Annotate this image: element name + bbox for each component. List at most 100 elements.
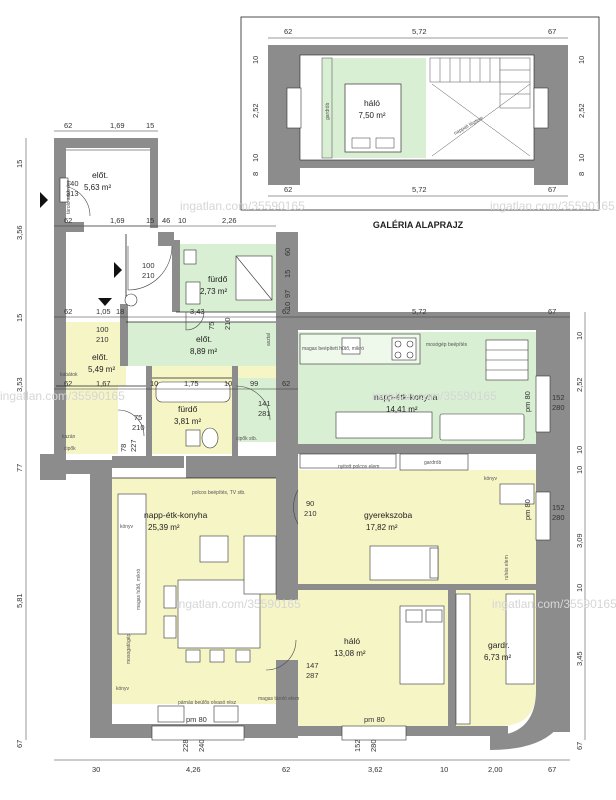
gallery-window-right [533,87,549,129]
dim-bot-4: 3,62 [368,765,383,774]
gallery-note-wardrobe: gardrób [325,103,331,120]
child-bed [369,545,439,581]
note-konyv2: könyv [120,524,134,530]
dim-r3-5: 62 [282,307,290,316]
windows [59,177,551,741]
room-napp-right-name: napp-étk-konyha [374,392,438,402]
window-right-2 [535,491,551,541]
dim-bot-s3: 152 [353,739,362,752]
watermark-5: ingatlan.com/35590165 [176,597,301,611]
dim-r2-5: 10 [178,216,186,225]
gallery-stairs [429,57,531,157]
dim-bot-s4: 280 [369,739,378,752]
note-magashutomik: magas hűtő, mikró [136,569,142,610]
open-pm1: pm 80 [523,391,532,412]
dim-r2-2: 1,69 [110,216,125,225]
room-napp-left-name: napp-étk-konyha [144,510,208,520]
dim-r4-1: 62 [64,379,72,388]
dim-right-6: 10 [575,584,584,592]
open-w0-b: 313 [66,189,79,198]
dim-left-2: 3,56 [15,225,24,240]
open-d4-a: 75 [134,413,142,422]
entry-arrow-1 [40,192,48,208]
dim-left-6: 5,81 [15,593,24,608]
watermark-4: ingatlan.com/35590165 [372,389,497,403]
room-elot-mid-area: 8,89 m² [190,347,217,356]
fixtures [117,249,535,725]
dim-r3-7: 67 [548,307,556,316]
dim-r3-1: 62 [64,307,72,316]
sofa-right [439,413,525,441]
note-magas: magas tároló elem [258,696,299,702]
open-v2: 227 [129,439,138,452]
room-gyerek-area: 17,82 m² [366,523,398,532]
note-cipo: cipők [64,446,76,452]
open-d5-a: 141 [258,399,271,408]
open-w0-a: 140 [66,179,79,188]
dim-bot-s2: 240 [197,739,206,752]
room-elot-left-area: 5,49 m² [88,365,115,374]
gal-bot-dim-2: 5,72 [412,185,427,194]
room-elot-mid-name: előt. [196,334,212,344]
open-w2-a: 152 [552,503,565,512]
gal-top-dim-2: 5,72 [412,27,427,36]
gal-left-dim-1: 10 [251,56,260,64]
dim-top-1: 62 [64,121,72,130]
dim-bot-3: 62 [282,765,290,774]
dim-left-1: 15 [15,160,24,168]
dim-bot-6: 2,00 [488,765,503,774]
room-gardr-area: 6,73 m² [484,653,511,662]
open-d4-b: 210 [132,423,145,432]
gal-top-dim-1: 62 [284,27,292,36]
fill-elot-left-b [56,386,118,454]
dim-r3-4: 3,43 [190,307,205,316]
dim-r4-5: 10 [224,379,232,388]
gal-bot-dim-1: 62 [284,185,292,194]
open-d6-a: 90 [306,499,314,508]
room-furdo-bottom-area: 3,81 m² [174,417,201,426]
dim-r3-3: 18 [116,307,124,316]
dimension-lines [25,130,586,761]
dim-bot-1: 30 [92,765,100,774]
dim-r4-3: 10 [150,379,158,388]
dim-r2-6: 2,26 [222,216,237,225]
room-elot-top-name: előt. [92,170,108,180]
note-nyitott: nyitott polcos elem [338,464,379,470]
room-furdo-bottom-name: fürdő [178,404,198,414]
dim-bot-5: 10 [440,765,448,774]
watermark-6: ingatlan.com/35590165 [492,597,616,611]
gal-left-dim-3: 10 [251,154,260,162]
dim-top-3: 15 [146,121,154,130]
gal-right-dim-4: 8 [577,172,586,176]
dim-bot-2: 4,26 [186,765,201,774]
dim-right-3: 10 [575,446,584,454]
dim-left-5: 77 [15,464,24,472]
dim-r4-7: 62 [282,379,290,388]
note-konyv1: könyv [484,476,498,482]
gallery-wall-bottom [268,160,568,168]
fill-elot-left [56,322,126,386]
note-mosogatogep: mosogatógép [126,633,132,664]
window-bottom-1 [151,725,245,741]
gallery-wall-top [268,45,568,55]
open-d3-a: 75 [207,322,216,330]
room-furdo-top-area: 2,73 m² [200,287,227,296]
open-d7-a: 147 [306,661,319,670]
dim-r4-4: 1,75 [184,379,199,388]
dim-right-7: 3,45 [575,651,584,666]
open-d1-a: 100 [142,261,155,270]
open-pm4: pm 80 [364,715,385,724]
column-round [124,293,138,307]
dim-r2-4: 46 [162,216,170,225]
window-right-1 [535,375,551,433]
open-d2-b: 210 [96,335,109,344]
open-s10: 10 [283,302,292,310]
room-gyerek-name: gyerekszoba [364,510,412,520]
note-ruha: ruhás elem [504,555,510,580]
open-d7-b: 287 [306,671,319,680]
watermark-3: ingatlan.com/35590165 [0,389,125,403]
note-mosogep: mosógép beépítés [426,342,468,348]
note-magashuto: magas beépített hűtő, mikró [302,346,364,352]
note-polcos: polcos beépítés, TV stb. [192,490,246,496]
gal-top-dim-3: 67 [548,27,556,36]
